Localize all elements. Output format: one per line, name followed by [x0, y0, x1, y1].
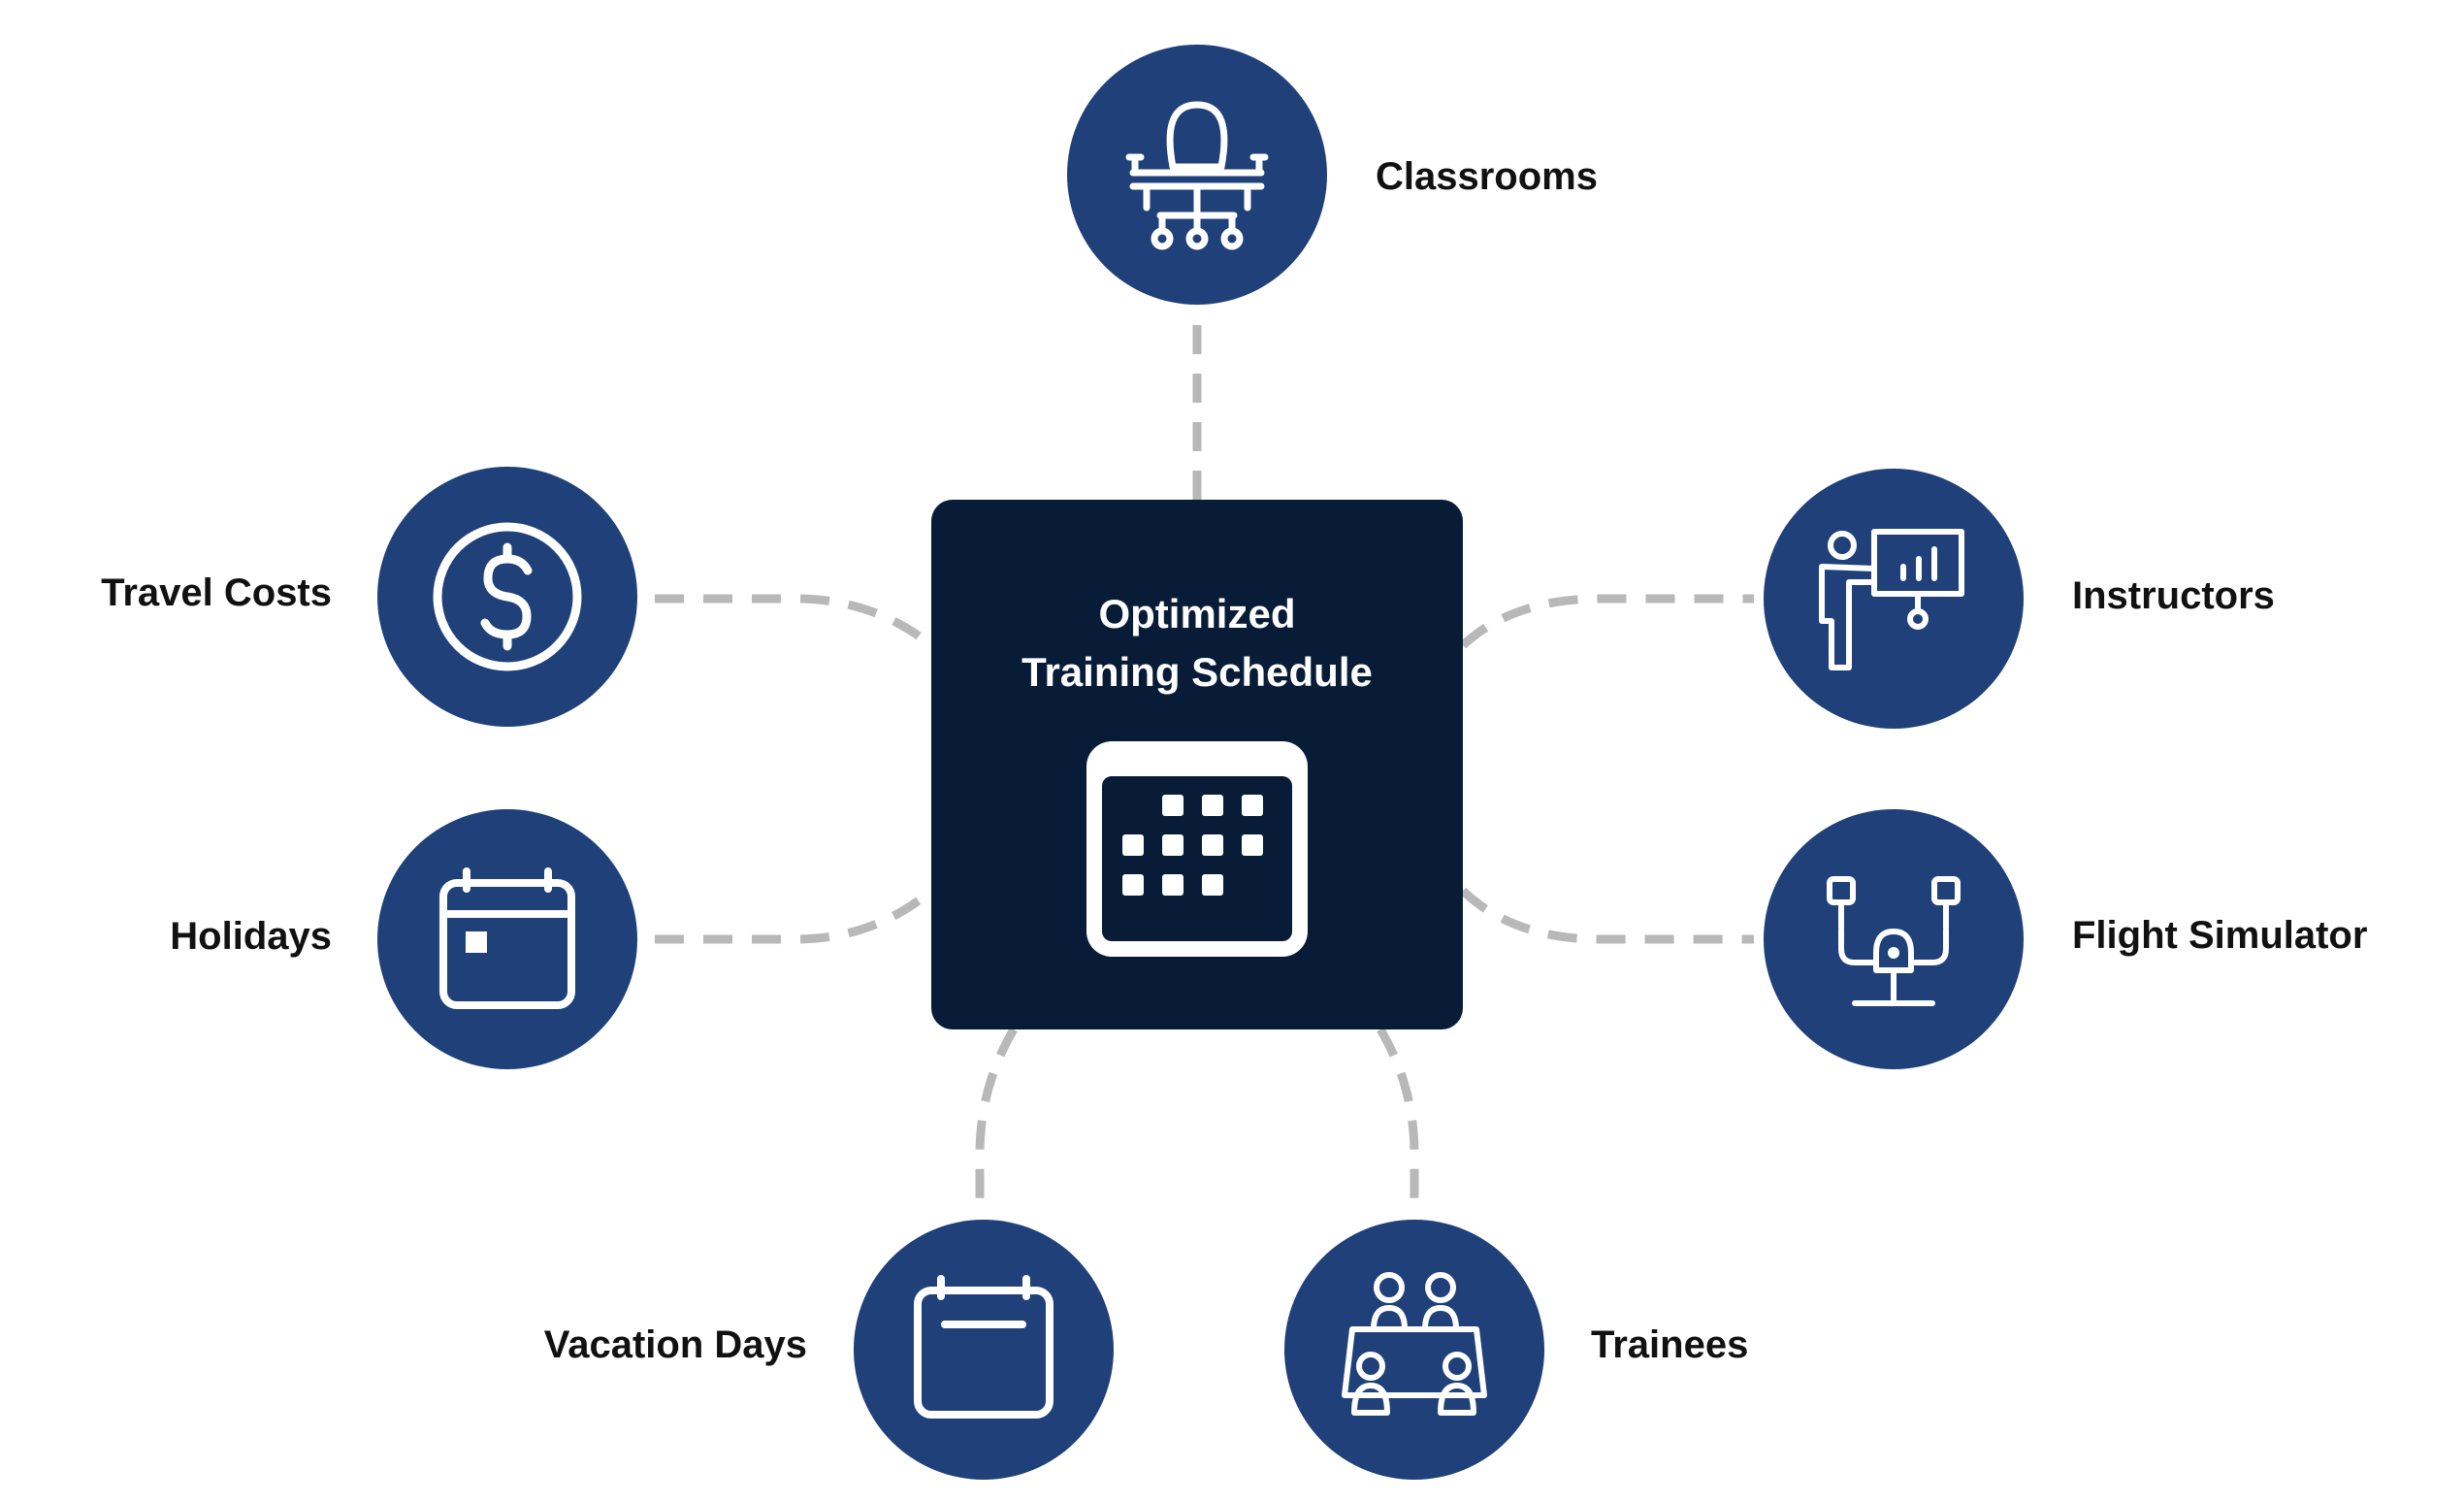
- connector-flight-simulator: [1459, 887, 1754, 944]
- presenter-board-icon: [1819, 529, 1964, 670]
- label-instructors: Instructors: [2072, 574, 2275, 617]
- dollar-coin-icon: [433, 522, 582, 671]
- node-circle-flight-simulator: [1764, 809, 2024, 1069]
- calendar-blank-icon: [914, 1275, 1054, 1419]
- center-title-line2: Training Schedule: [1021, 649, 1373, 695]
- flight-simulator-icon: [1827, 876, 1961, 1006]
- node-circle-vacation-days: [854, 1220, 1114, 1480]
- connector-holidays: [655, 887, 934, 944]
- label-vacation-days: Vacation Days: [543, 1323, 807, 1366]
- connector-travel-costs: [655, 594, 934, 649]
- center-title-line1: Optimized: [1098, 591, 1296, 637]
- label-classrooms: Classrooms: [1376, 155, 1598, 198]
- office-chair-icon: [1125, 101, 1269, 250]
- center-box: Optimized Training Schedule: [931, 500, 1463, 1029]
- node-circle-holidays: [377, 809, 637, 1069]
- label-holidays: Holidays: [170, 915, 332, 958]
- label-trainees: Trainees: [1591, 1323, 1749, 1366]
- label-travel-costs: Travel Costs: [101, 571, 332, 614]
- connector-instructors: [1459, 594, 1754, 649]
- node-circle-instructors: [1764, 469, 2024, 729]
- label-flight-simulator: Flight Simulator: [2072, 914, 2368, 957]
- node-circle-trainees: [1284, 1220, 1544, 1480]
- connector-trainees: [1377, 1027, 1419, 1208]
- calendar-icon: [439, 867, 575, 1009]
- meeting-table-icon: [1342, 1272, 1487, 1416]
- center-title: Optimized Training Schedule: [931, 585, 1463, 702]
- connector-vacation-days: [975, 1027, 1018, 1208]
- calendar-grid-icon: [1086, 741, 1308, 957]
